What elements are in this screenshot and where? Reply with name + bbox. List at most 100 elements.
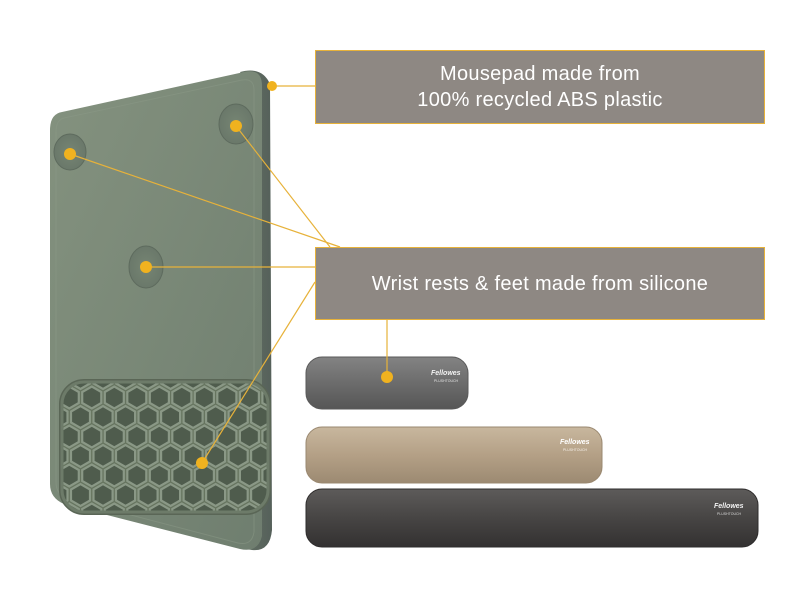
honeycomb-cell [160, 404, 182, 430]
honeycomb-cell [160, 443, 182, 469]
honeycomb-cell [238, 424, 260, 449]
leader-lines [69, 85, 388, 464]
leader-foot-top-left [69, 153, 341, 248]
brand-sub-sand: PLUSHTOUCH [563, 448, 588, 452]
honeycomb-cell [148, 463, 170, 488]
honeycomb-cell [148, 385, 170, 410]
dot-honeycomb [196, 457, 208, 469]
honeycomb-cell [103, 463, 125, 488]
honeycomb-cell [216, 385, 238, 410]
honeycomb-cell [92, 404, 114, 430]
honeycomb-cell [60, 543, 79, 565]
honeycomb-cell [250, 404, 268, 430]
honeycomb-cell [193, 424, 215, 449]
honeycomb-cell [171, 385, 193, 410]
honeycomb-cell [182, 404, 204, 430]
honeycomb-cell [103, 502, 125, 512]
callout-wrist-rests: Wrist rests & feet made from silicone [315, 247, 765, 320]
brand-sub-dark: PLUSHTOUCH [717, 512, 742, 516]
honeycomb-cell [114, 482, 137, 508]
honeycomb-cell [114, 404, 137, 430]
honeycomb-cell [195, 543, 214, 565]
honeycomb-cell [126, 502, 148, 512]
callout-wrist-text: Wrist rests & feet made from silicone [371, 272, 709, 295]
dot-mousepad [267, 81, 277, 91]
dot-foot-top-left [64, 148, 76, 160]
honeycomb-cell [103, 385, 125, 410]
honeycomb-cell [261, 463, 268, 488]
honeycomb-cell [94, 523, 113, 545]
dot-wrist-rest [381, 371, 393, 383]
callout-mousepad-line1: Mousepad made from [440, 63, 640, 85]
honeycomb-cell [285, 465, 304, 487]
honeycomb-cell [274, 367, 293, 389]
honeycomb-cell [193, 502, 215, 512]
honeycomb-cell [69, 482, 92, 508]
honeycomb-cell [82, 543, 101, 565]
brand-sub-gray: PLUSHTOUCH [434, 379, 459, 383]
brand-logo-sand: Fellowes [560, 439, 590, 446]
honeycomb-cell [137, 443, 159, 469]
honeycomb-cell [205, 482, 227, 508]
honeycomb-cell [137, 404, 159, 430]
honeycomb-cell [62, 424, 80, 449]
honeycomb-cell [182, 482, 204, 508]
honeycomb-cell [71, 523, 90, 545]
honeycomb-cell [81, 463, 103, 488]
honeycomb-cell [285, 426, 304, 448]
honeycomb-cell [205, 404, 227, 430]
honeycomb-cell [49, 523, 68, 545]
honeycomb-cell [285, 543, 304, 565]
honeycomb-cell [285, 387, 304, 409]
honeycomb-cell [105, 543, 124, 565]
honeycomb-cell [274, 484, 293, 506]
honeycomb-cell [160, 482, 182, 508]
leader-honeycomb [201, 281, 316, 464]
dot-foot-center [140, 261, 152, 273]
honeycomb-cell [137, 482, 159, 508]
brand-logo-dark: Fellowes [714, 503, 744, 510]
callout-mousepad-line2: 100% recycled ABS plastic [417, 89, 663, 111]
honeycomb-cell [227, 482, 249, 508]
honeycomb-cell [126, 463, 148, 488]
honeycomb-cell [69, 443, 92, 469]
honeycomb-cell [171, 424, 193, 449]
honeycomb-cell [127, 543, 146, 565]
honeycomb-cell [274, 406, 293, 428]
honeycomb-cell [274, 445, 293, 467]
honeycomb-cell [92, 482, 114, 508]
brand-logo-gray: Fellowes [431, 370, 461, 377]
honeycomb-cell [150, 543, 169, 565]
leader-foot-top-right [235, 125, 331, 248]
honeycomb-cell [216, 463, 238, 488]
honeycomb-cell [69, 404, 92, 430]
honeycomb-cell [148, 424, 170, 449]
honeycomb-cell [285, 504, 304, 526]
honeycomb-cell [172, 543, 191, 565]
honeycomb-cell [81, 385, 103, 410]
honeycomb-cell [171, 463, 193, 488]
honeycomb-cell [81, 424, 103, 449]
honeycomb-wrist-rest [49, 367, 304, 565]
honeycomb-cell [114, 443, 137, 469]
honeycomb-cell [193, 385, 215, 410]
honeycomb-cell [116, 523, 135, 545]
honeycomb-cell [216, 424, 238, 449]
honeycomb-cell [216, 502, 238, 512]
honeycomb-cell [274, 523, 293, 545]
honeycomb-cell [92, 443, 114, 469]
honeycomb-cell [171, 502, 193, 512]
dot-foot-top-right [230, 120, 242, 132]
honeycomb-cell [62, 463, 80, 488]
honeycomb-cell [261, 424, 268, 449]
honeycomb-cell [81, 502, 103, 512]
wrist-rest-dark: Fellowes PLUSHTOUCH [305, 488, 759, 548]
honeycomb-cell [205, 443, 227, 469]
leader-dots [64, 81, 393, 469]
wrist-rest-sand: Fellowes PLUSHTOUCH [305, 426, 603, 484]
honeycomb-cell [227, 443, 249, 469]
honeycomb-cell [250, 443, 268, 469]
honeycomb-cell [103, 424, 125, 449]
